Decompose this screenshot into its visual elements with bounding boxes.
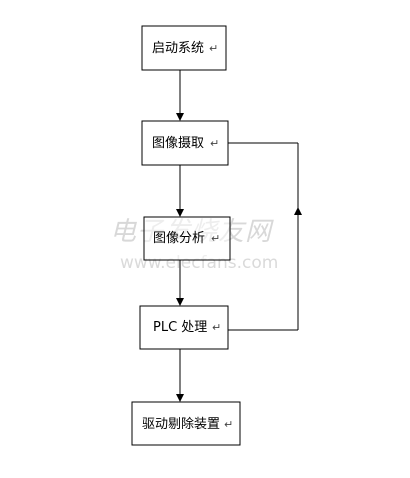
node-start: 启动系统 ↵ [141,25,227,71]
node-reject-label: 驱动剔除装置 [142,417,220,432]
node-plc-mark: ↵ [212,321,221,334]
node-plc: PLC 处理 ↵ [139,305,229,350]
node-reject: 驱动剔除装置 ↵ [131,401,241,446]
node-start-mark: ↵ [209,42,218,55]
node-analysis-label: 图像分析 [153,231,205,246]
node-analysis: 图像分析 ↵ [143,216,231,261]
node-capture-label: 图像摄取 [152,136,204,151]
node-start-label: 启动系统 [152,41,204,56]
node-analysis-mark: ↵ [211,232,220,245]
node-capture-mark: ↵ [210,137,219,150]
node-plc-label: PLC 处理 [153,320,207,335]
node-reject-mark: ↵ [224,418,233,431]
node-capture: 图像摄取 ↵ [141,120,229,166]
